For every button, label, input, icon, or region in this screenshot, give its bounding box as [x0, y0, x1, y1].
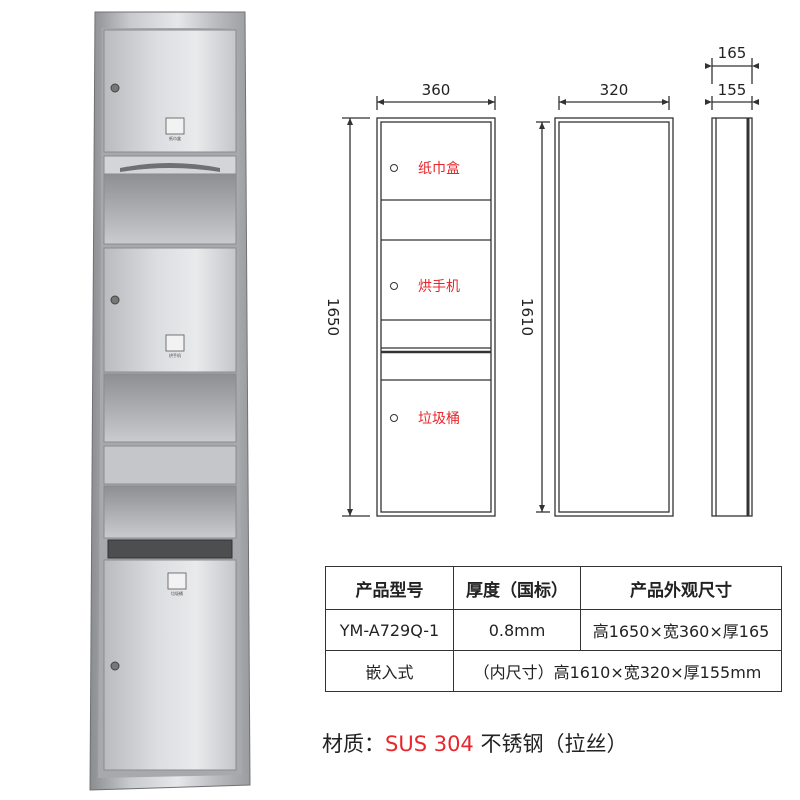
dim-outer-height: 1650 [324, 298, 342, 336]
compartment-paper: 纸巾盒 [418, 160, 460, 177]
paper-icon-caption: 纸巾盒 [169, 135, 181, 141]
dryer-icon-badge [165, 334, 185, 352]
product-photo: 纸巾盒 烘手机 垃圾桶 [89, 11, 251, 791]
header-thickness: 厚度（国标） [453, 566, 581, 610]
inner-view-outer [554, 117, 674, 517]
paper-icon-badge [165, 117, 185, 135]
dryer-lock-icon [390, 282, 398, 290]
top-lock-icon [110, 83, 120, 93]
paper-lock-icon [390, 164, 398, 172]
dim-inner-width: 320 [600, 81, 629, 99]
inner-view-inner [558, 121, 670, 513]
material-label: 材质： [322, 732, 385, 756]
header-dimensions: 产品外观尺寸 [580, 566, 782, 610]
bin-opening [107, 539, 233, 559]
spec-table: 产品型号 厚度（国标） 产品外观尺寸 YM-A729Q-1 0.8mm 高165… [325, 566, 782, 692]
cell-thickness: 0.8mm [453, 609, 581, 651]
bottom-lock-icon [110, 661, 120, 671]
material-line: 材质：SUS 304 不锈钢（拉丝） [322, 728, 627, 758]
header-model: 产品型号 [325, 566, 454, 610]
front-view-outer [376, 117, 496, 517]
side-view-outer [711, 117, 753, 517]
paper-slot [120, 163, 220, 172]
lock-icons [390, 164, 398, 422]
paper-recess [103, 173, 237, 245]
dryer-outlet [103, 445, 237, 485]
table-row: YM-A729Q-1 0.8mm 高1650×宽360×厚165 [325, 609, 782, 651]
cell-model: YM-A729Q-1 [325, 609, 454, 651]
material-suffix: 不锈钢（拉丝） [473, 732, 628, 756]
technical-drawing: 360 320 155 165 1650 1610 纸巾盒 烘手机 垃圾桶 [324, 44, 759, 517]
bin-lock-icon [390, 414, 398, 422]
compartment-bin: 垃圾桶 [418, 411, 460, 427]
table-row: 嵌入式 （内尺寸）高1610×宽320×厚155mm [325, 650, 782, 692]
middle-lock-icon [110, 295, 120, 305]
dim-side-outer-depth: 165 [718, 44, 747, 62]
dim-side-inner-depth: 155 [718, 81, 747, 99]
cell-inner-dimensions: （内尺寸）高1610×宽320×厚155mm [453, 650, 782, 692]
cell-install-type: 嵌入式 [325, 650, 454, 692]
bin-icon-caption: 垃圾桶 [171, 590, 183, 596]
bin-icon-badge [167, 572, 187, 590]
table-header-row: 产品型号 厚度（国标） 产品外观尺寸 [325, 566, 782, 610]
compartment-dryer: 烘手机 [418, 279, 460, 295]
material-value: SUS 304 [385, 732, 474, 756]
cell-outer-dimensions: 高1650×宽360×厚165 [580, 609, 782, 651]
bin-recess [103, 485, 237, 539]
front-view-inner [380, 121, 492, 513]
dryer-recess [103, 373, 237, 443]
dim-front-width: 360 [422, 81, 451, 99]
bottom-door [103, 559, 237, 771]
dryer-icon-caption: 烘手机 [169, 352, 181, 358]
dim-inner-height: 1610 [518, 298, 536, 336]
